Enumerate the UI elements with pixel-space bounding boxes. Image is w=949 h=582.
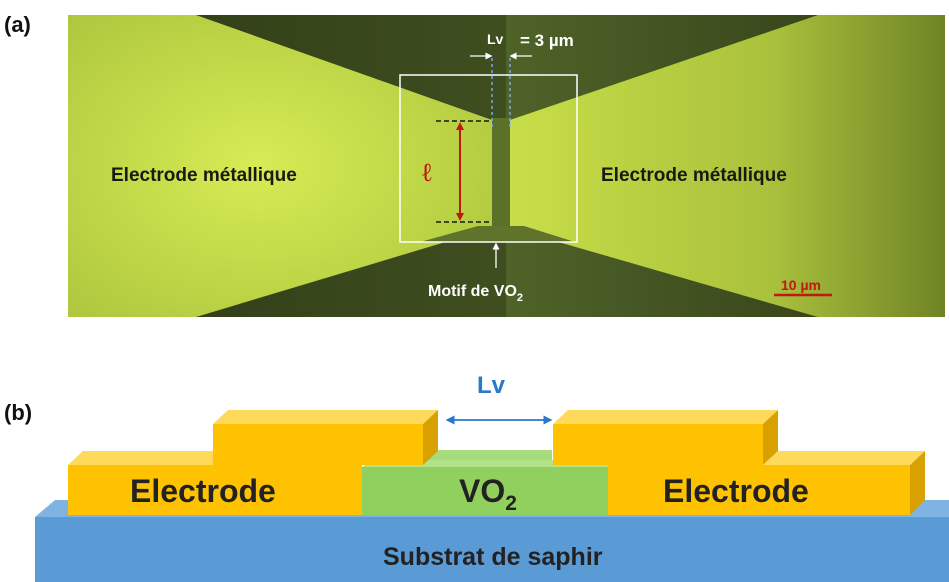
vo2-front-face — [362, 467, 608, 515]
micrograph — [68, 15, 945, 317]
pattern-label: Motif de VO2 — [428, 283, 523, 304]
left-electrode-label-b: Electrode — [130, 473, 276, 509]
right-electrode-top-face — [553, 410, 778, 424]
right-electrode: Electrode — [553, 410, 925, 515]
right-electrode-front-face — [553, 424, 910, 515]
vo2-channel-top — [423, 450, 552, 460]
left-electrode-label: Electrode métallique — [111, 165, 297, 186]
lv-value: = 3 µm — [520, 31, 574, 50]
right-electrode-label: Electrode métallique — [601, 165, 787, 186]
right-electrode-step-top — [763, 451, 925, 465]
left-electrode-step-top — [68, 451, 213, 465]
left-electrode-top-face — [213, 410, 438, 424]
scale-bar-label: 10 µm — [781, 277, 821, 293]
vo2-layer: VO2 — [362, 450, 618, 515]
substrate-label: Substrat de saphir — [383, 543, 603, 571]
pattern-label-main: Motif de VO — [428, 283, 517, 300]
zoom-box — [399, 74, 578, 243]
right-electrode-side-face — [910, 451, 925, 515]
length-symbol: ℓ — [422, 158, 432, 188]
left-electrode-front-face — [68, 424, 423, 515]
lv-symbol-a: Lv — [487, 31, 504, 47]
right-electrode-step-side — [763, 410, 778, 465]
left-electrode-side-face — [423, 410, 438, 465]
right-electrode-label-b: Electrode — [663, 473, 809, 509]
right-electrode-area — [510, 15, 945, 317]
vo2-label: VO2 — [459, 473, 517, 515]
pattern-label-sub: 2 — [517, 292, 523, 304]
substrate-front-face — [35, 517, 949, 582]
lv-label-b: Lv — [477, 372, 506, 399]
vo2-pattern-base — [420, 226, 575, 242]
panel-b-label: (b) — [4, 400, 32, 425]
vo2-label-main: VO — [459, 473, 505, 509]
panel-a-label: (a) — [4, 12, 31, 37]
vo2-bridge — [492, 118, 510, 230]
left-electrode: Electrode — [68, 410, 438, 515]
vo2-label-sub: 2 — [505, 492, 517, 515]
left-electrode-area — [68, 15, 492, 317]
